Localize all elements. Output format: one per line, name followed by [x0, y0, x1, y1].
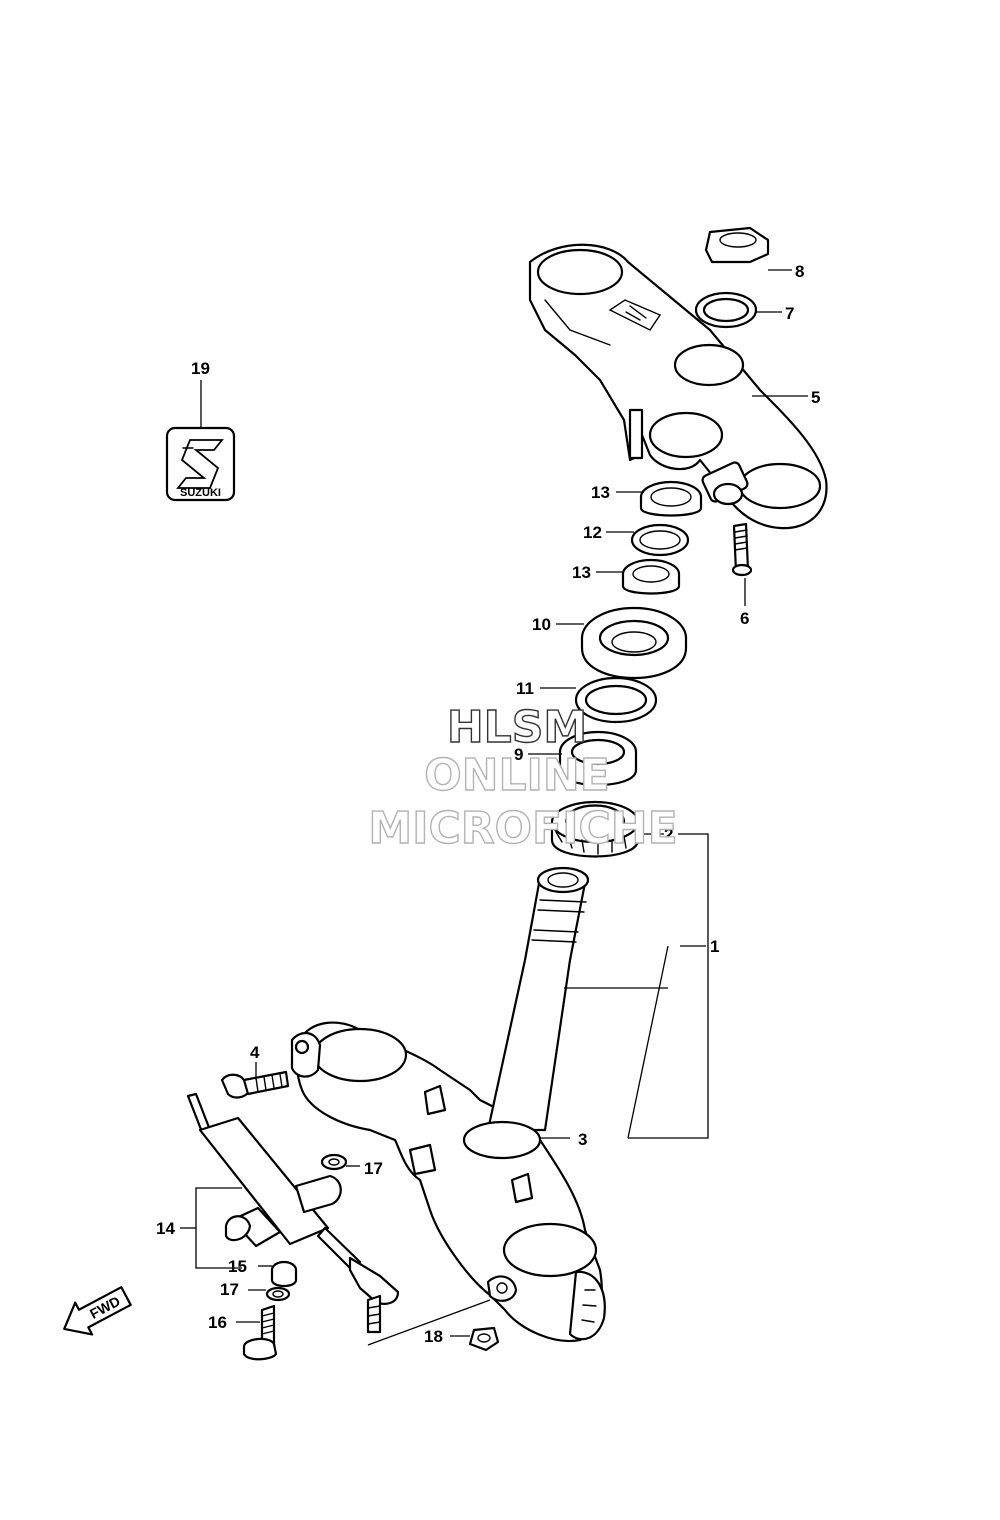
- dust-seal: [556, 606, 688, 680]
- callout-10: 10: [532, 615, 551, 634]
- damper-bolt: [236, 1304, 278, 1361]
- steering-damper: [180, 1092, 400, 1334]
- callout-19: 19: [191, 359, 210, 378]
- callout-8: 8: [795, 262, 804, 281]
- callout-15: 15: [228, 1257, 247, 1276]
- clamp-nut: [450, 1326, 500, 1352]
- callout-9: 9: [514, 745, 523, 764]
- damper-washer-lower: [248, 1286, 291, 1302]
- watermark: HLSM ONLINE MICROFICHE: [368, 701, 679, 854]
- stem-lock-nut-lower: [596, 558, 681, 595]
- upper-bearing: [528, 730, 638, 786]
- damper-nut: [258, 1260, 298, 1288]
- callout-14: 14: [156, 1219, 175, 1238]
- upper-bracket: [528, 243, 828, 530]
- callout-2: 2: [664, 825, 673, 844]
- callout-11: 11: [516, 679, 534, 698]
- suzuki-emblem: SUZUKI: [165, 380, 236, 502]
- top-nut: [704, 226, 792, 271]
- callout-4: 4: [250, 1043, 260, 1062]
- watermark-line-2: ONLINE: [424, 750, 610, 801]
- lock-washer: [606, 523, 690, 557]
- callout-3: 3: [578, 1130, 587, 1149]
- damper-washer-upper: [320, 1153, 360, 1171]
- callout-6: 6: [740, 609, 749, 628]
- watermark-line-3: MICROFICHE: [368, 803, 677, 854]
- bracket-bolt: [731, 522, 753, 606]
- callout-18: 18: [424, 1327, 443, 1346]
- stem-lock-nut-upper: [616, 480, 703, 517]
- callout-7: 7: [785, 304, 794, 323]
- callout-labels: 8 7 5 19 13 12 13 6 10 11 9 2 1 3 4 17 1…: [156, 262, 820, 1346]
- callout-12: 12: [583, 523, 602, 542]
- fwd-arrow: FWD: [63, 1286, 132, 1336]
- watermark-line-1: HLSM: [447, 702, 587, 753]
- callout-13-upper: 13: [591, 483, 610, 502]
- top-washer: [694, 291, 782, 329]
- lower-bearing: [550, 800, 664, 858]
- callout-16: 16: [208, 1313, 227, 1332]
- lower-bracket-stem: [290, 833, 709, 1346]
- bearing-spacer: [540, 676, 658, 724]
- callout-17-lower: 17: [220, 1280, 239, 1299]
- callout-5: 5: [811, 388, 820, 407]
- pinch-bolt: [220, 1062, 290, 1099]
- callout-1: 1: [710, 937, 719, 956]
- callout-13-lower: 13: [572, 563, 591, 582]
- emblem-brand-text: SUZUKI: [180, 487, 221, 499]
- callout-17-upper: 17: [364, 1159, 383, 1178]
